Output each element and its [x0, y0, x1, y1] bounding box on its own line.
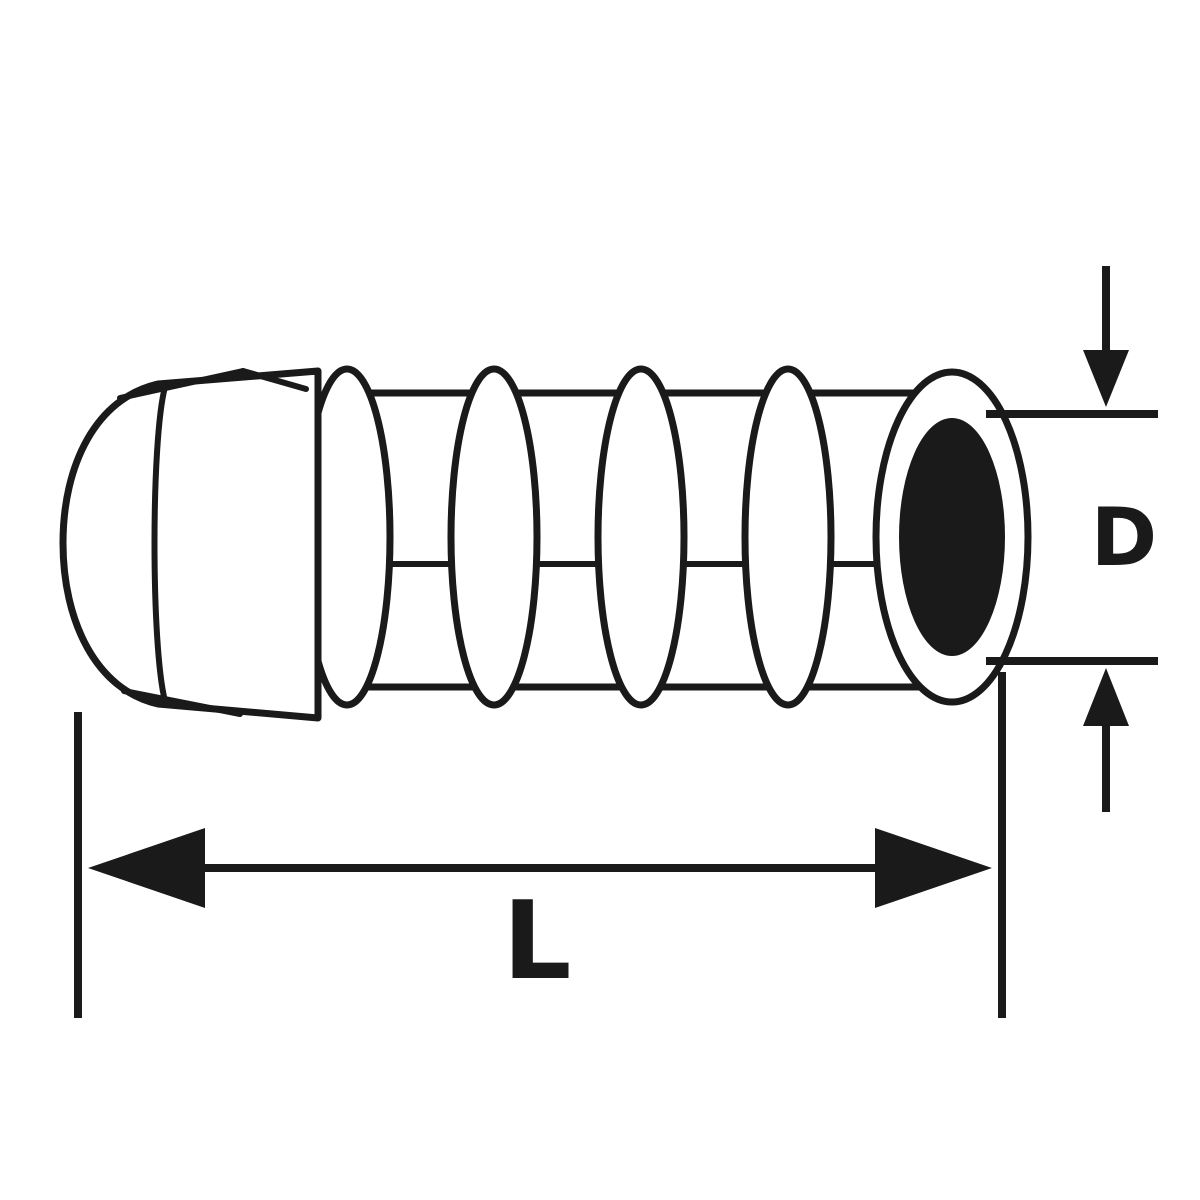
anchor-ribs [300, 365, 835, 709]
anchor-rib [594, 365, 688, 709]
d-label: D [1091, 491, 1157, 584]
l-arrowhead-right [875, 828, 992, 908]
anchor-mouth [872, 368, 1032, 706]
mouth-hole [899, 418, 1005, 656]
d-arrowhead-down [1083, 350, 1129, 407]
anchor-rib [741, 365, 835, 709]
l-label: L [503, 879, 572, 1004]
cap-left-facet-edge [151, 384, 168, 704]
cap-bottom-facet-line [121, 688, 243, 717]
cap-outline [59, 367, 322, 722]
d-arrowhead-up [1083, 668, 1129, 726]
anchor-drawing [59, 365, 1032, 722]
anchor-cap [59, 367, 322, 722]
dimension-l: L [74, 672, 1006, 1018]
dimension-d: D [986, 266, 1158, 812]
cap-top-facet-line-right [240, 368, 309, 392]
anchor-rib [447, 365, 541, 709]
l-arrowhead-left [88, 828, 205, 908]
cap-top-facet-line-left [117, 368, 246, 401]
